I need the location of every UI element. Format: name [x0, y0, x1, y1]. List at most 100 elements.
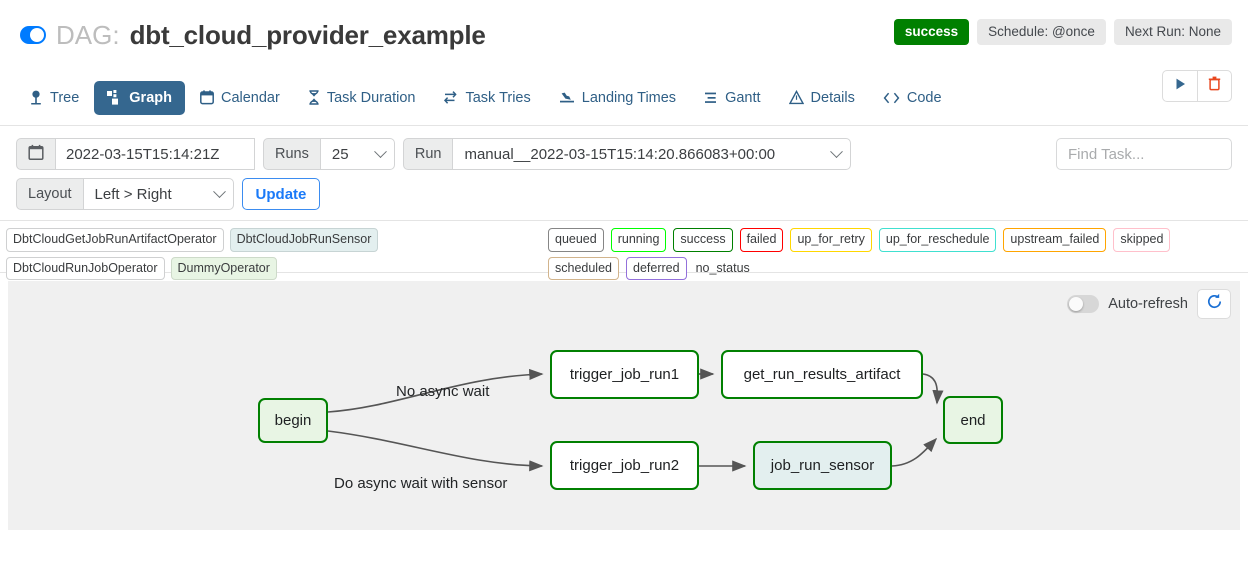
tab-gantt[interactable]: Gantt — [691, 81, 773, 115]
graph-node-label: end — [960, 411, 986, 429]
legend-operator-chip[interactable]: DbtCloudGetJobRunArtifactOperator — [6, 228, 224, 252]
tab-task-duration[interactable]: Task Duration — [295, 81, 429, 115]
filter-row-1: 2022-03-15T15:14:21Z Runs 25 Run manual_… — [16, 138, 1232, 170]
runs-label: Runs — [263, 138, 321, 170]
run-select-value: manual__2022-03-15T15:14:20.866083+00:00 — [464, 145, 776, 163]
tab-details[interactable]: Details — [776, 81, 868, 115]
dag-actions — [1162, 70, 1232, 102]
tab-tree[interactable]: Tree — [16, 81, 92, 115]
graph-node-end[interactable]: end — [943, 396, 1003, 444]
tab-graph[interactable]: Graph — [94, 80, 185, 115]
runs-select-value: 25 — [331, 145, 349, 163]
runs-group: Runs 25 — [263, 138, 395, 170]
legend-state-scheduled[interactable]: scheduled — [548, 256, 619, 280]
tree-icon — [29, 90, 43, 105]
run-select[interactable]: manual__2022-03-15T15:14:20.866083+00:00 — [452, 138, 852, 170]
edge-label: Do async wait with sensor — [334, 475, 508, 492]
refresh-icon — [1206, 293, 1223, 315]
tab-label: Task Duration — [326, 89, 416, 106]
hourglass-icon — [308, 90, 320, 105]
tab-code[interactable]: Code — [870, 81, 955, 115]
legend-state-up-for-reschedule[interactable]: up_for_reschedule — [878, 228, 997, 252]
layout-group: Layout Left > Right — [16, 178, 234, 210]
edge-label: No async wait — [396, 383, 490, 400]
graph-node-trigger-job-run1[interactable]: trigger_job_run1 — [550, 350, 699, 399]
run-label: Run — [402, 138, 454, 170]
legend-operators: DbtCloudGetJobRunArtifactOperator DbtClo… — [6, 228, 536, 280]
play-icon — [1174, 77, 1187, 96]
legend-state-no-status[interactable]: no_status — [695, 260, 750, 275]
chevron-down-icon — [830, 144, 844, 158]
tab-label: Details — [810, 89, 855, 106]
datepicker-button[interactable] — [16, 138, 56, 170]
auto-refresh-label: Auto-refresh — [1108, 296, 1188, 312]
page-title: dbt_cloud_provider_example — [129, 19, 486, 50]
run-group: Run manual__2022-03-15T15:14:20.866083+0… — [402, 138, 852, 170]
base-date-input[interactable]: 2022-03-15T15:14:21Z — [55, 138, 255, 170]
layout-select-value: Left > Right — [94, 185, 172, 203]
layout-select[interactable]: Left > Right — [82, 178, 234, 210]
delete-dag-button[interactable] — [1197, 71, 1231, 101]
tab-task-tries[interactable]: Task Tries — [430, 81, 543, 115]
graph-node-label: trigger_job_run2 — [569, 457, 680, 474]
chevron-down-icon — [212, 184, 226, 198]
code-brackets-icon — [883, 91, 900, 105]
status-badge: success — [893, 19, 970, 45]
gantt-icon — [704, 90, 718, 105]
legend-state-failed[interactable]: failed — [739, 228, 784, 252]
schedule-badge[interactable]: Schedule: @once — [977, 19, 1106, 45]
legend-state-success[interactable]: success — [673, 228, 733, 252]
legend-state-upstream-failed[interactable]: upstream_failed — [1003, 228, 1107, 252]
calendar-icon — [200, 90, 214, 105]
graph-canvas-panel: Auto-refresh No async wait Do async wait… — [8, 281, 1240, 530]
warning-triangle-icon — [788, 90, 804, 105]
tab-label: Gantt — [725, 89, 761, 106]
refresh-controls: Auto-refresh — [1067, 289, 1231, 319]
tab-label: Landing Times — [581, 89, 677, 106]
filter-row-2: Layout Left > Right Update — [16, 178, 1232, 210]
graph-node-label: begin — [274, 412, 312, 429]
page-header: DAG: dbt_cloud_provider_example success … — [0, 0, 1248, 70]
legend-state-queued[interactable]: queued — [548, 228, 604, 252]
legend: DbtCloudGetJobRunArtifactOperator DbtClo… — [0, 221, 1248, 280]
trigger-dag-button[interactable] — [1163, 71, 1197, 101]
tab-landing-times[interactable]: Landing Times — [546, 81, 689, 115]
base-date-group: 2022-03-15T15:14:21Z — [16, 138, 255, 170]
graph-node-label: trigger_job_run1 — [569, 366, 680, 383]
legend-state-skipped[interactable]: skipped — [1113, 228, 1171, 252]
update-button[interactable]: Update — [241, 178, 321, 210]
tab-calendar[interactable]: Calendar — [187, 81, 293, 115]
refresh-button[interactable] — [1197, 289, 1231, 319]
find-task-input[interactable]: Find Task... — [1056, 138, 1232, 170]
tab-label: Graph — [129, 89, 172, 106]
tab-label: Code — [906, 89, 942, 106]
calendar-icon — [28, 144, 44, 165]
legend-operator-chip[interactable]: DbtCloudJobRunSensor — [229, 228, 379, 252]
legend-operator-chip[interactable]: DbtCloudRunJobOperator — [6, 256, 165, 280]
graph-node-begin[interactable]: begin — [258, 398, 328, 443]
graph-node-label: get_run_results_artifact — [743, 366, 901, 383]
layout-label: Layout — [16, 178, 84, 210]
tab-label: Task Tries — [465, 89, 531, 106]
trash-icon — [1208, 76, 1221, 96]
auto-refresh-toggle[interactable] — [1067, 295, 1100, 313]
dag-pause-toggle[interactable] — [20, 26, 46, 44]
legend-state-running[interactable]: running — [610, 228, 667, 252]
graph-node-get-run-results-artifact[interactable]: get_run_results_artifact — [721, 350, 923, 399]
legend-state-up-for-retry[interactable]: up_for_retry — [790, 228, 872, 252]
next-run-badge[interactable]: Next Run: None — [1113, 19, 1232, 45]
legend-state-deferred[interactable]: deferred — [626, 256, 687, 280]
filter-toolbar: 2022-03-15T15:14:21Z Runs 25 Run manual_… — [0, 126, 1248, 221]
retry-icon — [443, 90, 458, 105]
tab-label: Calendar — [220, 89, 280, 106]
legend-operator-chip[interactable]: DummyOperator — [170, 256, 277, 280]
graph-node-trigger-job-run2[interactable]: trigger_job_run2 — [550, 441, 699, 490]
legend-states: queued running success failed up_for_ret… — [548, 228, 1244, 280]
chevron-down-icon — [373, 144, 387, 158]
header-badges: success Schedule: @once Next Run: None — [893, 19, 1232, 45]
graph-node-job-run-sensor[interactable]: job_run_sensor — [753, 441, 892, 490]
runs-select[interactable]: 25 — [319, 138, 395, 170]
graph-icon — [107, 90, 122, 105]
view-tabs: Tree Graph Calendar Task Duration Task T… — [0, 70, 1248, 126]
tab-label: Tree — [50, 89, 80, 106]
